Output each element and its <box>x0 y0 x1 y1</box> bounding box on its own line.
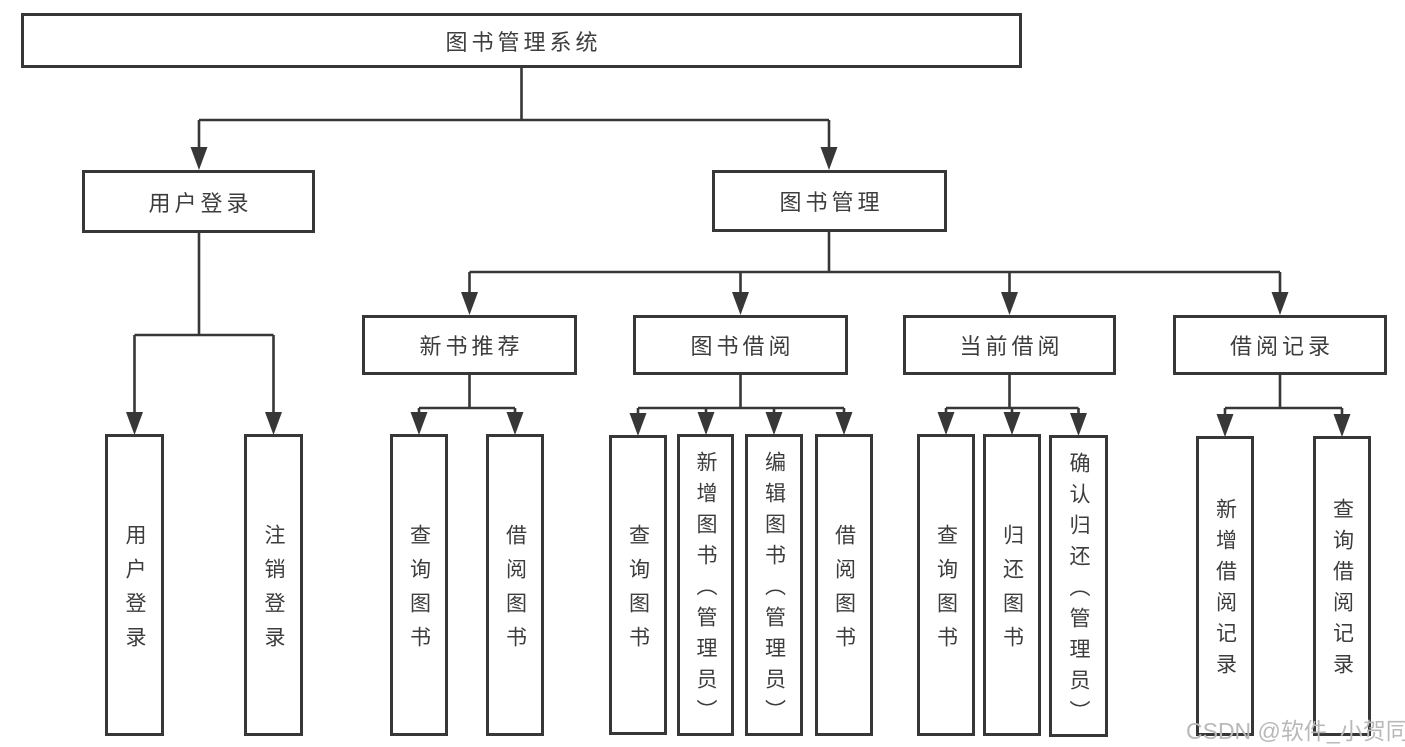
node-leaf-borrow-book-2: 借阅图书 <box>815 434 873 736</box>
node-leaf-borrow-book-1: 借阅图书 <box>486 434 544 736</box>
node-leaf-add-book-admin: 新增图书（管理员） <box>677 434 734 736</box>
node-leaf-return-book: 归还图书 <box>983 434 1041 736</box>
node-book-management-branch: 图书管理 <box>712 170 947 232</box>
node-leaf-query-book-2: 查询图书 <box>609 435 667 735</box>
arrowheads <box>126 147 1351 437</box>
node-current-borrowing: 当前借阅 <box>903 315 1116 375</box>
node-leaf-user-login: 用户登录 <box>105 434 164 736</box>
node-leaf-query-book-1: 查询图书 <box>390 434 448 736</box>
node-leaf-confirm-return-admin: 确认归还（管理员） <box>1049 435 1108 737</box>
node-root-system: 图书管理系统 <box>21 13 1022 68</box>
node-borrowing-records: 借阅记录 <box>1173 315 1387 375</box>
node-leaf-query-book-3: 查询图书 <box>917 434 975 736</box>
node-new-book-recommend: 新书推荐 <box>362 315 577 375</box>
node-leaf-logout: 注销登录 <box>244 434 303 736</box>
csdn-watermark: CSDN @软件_小贺同学 <box>1186 718 1405 744</box>
node-book-borrowing: 图书借阅 <box>633 315 848 375</box>
node-leaf-edit-book-admin: 编辑图书（管理员） <box>745 434 803 736</box>
node-user-login-branch: 用户登录 <box>82 170 315 233</box>
node-leaf-query-borrow-record: 查询借阅记录 <box>1313 436 1371 736</box>
node-leaf-add-borrow-record: 新增借阅记录 <box>1196 436 1254 736</box>
